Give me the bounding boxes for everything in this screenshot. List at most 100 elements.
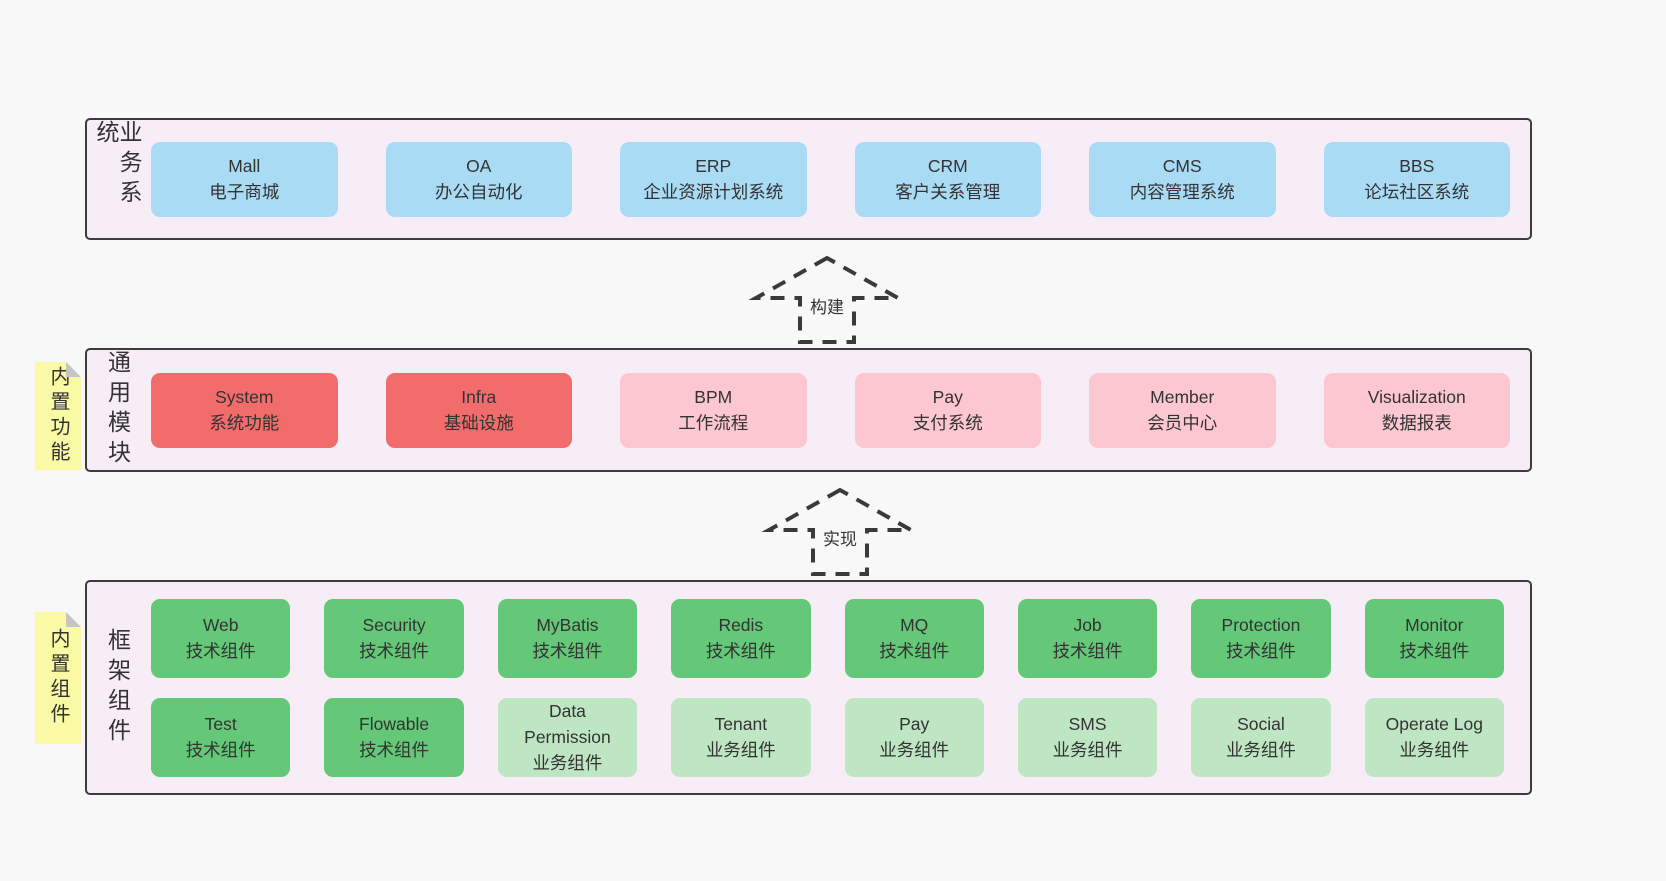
box-sms: SMS 业务组件	[1017, 697, 1158, 777]
box-desc: 会员中心	[1147, 413, 1218, 433]
box-pay-module: Pay 支付系统	[854, 372, 1041, 448]
box-desc: 客户关系管理	[895, 182, 1001, 202]
box-bbs: BBS 论坛社区系统	[1323, 141, 1510, 217]
sticky-built-in-components: 内置组件	[35, 612, 81, 744]
box-desc: 数据报表	[1381, 413, 1452, 433]
box-mybatis: MyBatis 技术组件	[497, 598, 638, 678]
box-desc: 技术组件	[185, 740, 256, 760]
box-name: Job	[1073, 614, 1102, 635]
box-test: Test 技术组件	[151, 697, 291, 777]
panel-business-systems: 业务系统 Mall 电子商城 OA 办公自动化 ERP 企业资源计划系统 CRM…	[85, 118, 1532, 240]
box-desc: 业务组件	[532, 753, 603, 774]
panel-side-label: 通用模块	[87, 350, 143, 470]
panel-side-label: 框架组件	[87, 582, 143, 793]
box-desc: 企业资源计划系统	[643, 182, 784, 202]
box-name: BPM	[694, 386, 733, 407]
panel-framework-components: 框架组件 Web 技术组件 Security 技术组件 MyBatis 技术组件…	[85, 580, 1532, 795]
box-oa: OA 办公自动化	[385, 141, 572, 217]
components-row-1: Web 技术组件 Security 技术组件 MyBatis 技术组件 Redi…	[151, 598, 1504, 678]
sticky-label: 内置功能	[47, 366, 69, 466]
box-desc: 业务组件	[879, 740, 950, 760]
framework-components-label: 框架组件	[104, 627, 131, 748]
common-modules-label: 通用模块	[104, 350, 131, 470]
box-desc: 技术组件	[359, 740, 430, 760]
box-name: System	[215, 386, 274, 407]
box-name: Pay	[932, 386, 963, 407]
box-flowable: Flowable 技术组件	[324, 697, 464, 777]
implement-arrow-icon: 实现	[761, 487, 919, 576]
box-infra: Infra 基础设施	[385, 372, 572, 448]
box-name: CRM	[927, 155, 968, 176]
box-crm: CRM 客户关系管理	[854, 141, 1041, 217]
box-system: System 系统功能	[151, 372, 338, 448]
box-desc: 办公自动化	[435, 182, 523, 202]
box-name: OA	[466, 155, 492, 176]
box-redis: Redis 技术组件	[671, 598, 811, 678]
box-cms: CMS 内容管理系统	[1089, 141, 1276, 217]
panel-common-modules: 通用模块 System 系统功能 Infra 基础设施 BPM 工作流程 Pay…	[85, 348, 1532, 472]
box-desc: 技术组件	[705, 641, 776, 661]
common-modules-row: System 系统功能 Infra 基础设施 BPM 工作流程 Pay 支付系统…	[143, 350, 1530, 470]
box-name: Redis	[718, 614, 764, 635]
framework-components-grid: Web 技术组件 Security 技术组件 MyBatis 技术组件 Redi…	[143, 582, 1530, 793]
box-member: Member 会员中心	[1089, 372, 1276, 448]
box-desc: 技术组件	[1225, 641, 1296, 661]
box-social: Social 业务组件	[1191, 697, 1331, 777]
box-name: CMS	[1162, 155, 1202, 176]
box-name: Test	[204, 713, 237, 734]
business-systems-label: 业务系统	[93, 120, 142, 210]
components-row-2: Test 技术组件 Flowable 技术组件 Data Permission …	[151, 697, 1504, 777]
box-name: Tenant	[714, 713, 768, 734]
box-desc: 系统功能	[209, 413, 280, 433]
implement-arrow-label: 实现	[823, 530, 857, 549]
sticky-label: 内置组件	[47, 628, 69, 728]
box-desc: 基础设施	[443, 413, 514, 433]
box-desc: 业务组件	[1052, 740, 1123, 760]
box-data-permission: Data Permission 业务组件	[497, 697, 638, 777]
box-desc: 工作流程	[678, 413, 749, 433]
box-name: Flowable	[359, 713, 430, 734]
box-desc: 技术组件	[359, 641, 430, 661]
box-name: Data Permission	[524, 700, 611, 747]
box-name: Operate Log	[1385, 713, 1483, 734]
box-operate-log: Operate Log 业务组件	[1364, 697, 1504, 777]
box-security: Security 技术组件	[324, 598, 464, 678]
box-name: Infra	[461, 386, 497, 407]
box-desc: 技术组件	[532, 641, 603, 661]
box-desc: 业务组件	[705, 740, 776, 760]
box-visualization: Visualization 数据报表	[1323, 372, 1510, 448]
build-arrow-label: 构建	[810, 298, 844, 317]
box-bpm: BPM 工作流程	[620, 372, 807, 448]
sticky-built-in-features: 内置功能	[35, 362, 81, 470]
box-desc: 内容管理系统	[1129, 182, 1235, 202]
box-name: BBS	[1399, 155, 1435, 176]
box-mall: Mall 电子商城	[151, 141, 338, 217]
box-name: MyBatis	[536, 614, 599, 635]
business-systems-row: Mall 电子商城 OA 办公自动化 ERP 企业资源计划系统 CRM 客户关系…	[143, 120, 1530, 238]
box-name: Visualization	[1367, 386, 1466, 407]
box-desc: 电子商城	[209, 182, 280, 202]
box-pay-component: Pay 业务组件	[844, 697, 984, 777]
box-desc: 业务组件	[1225, 740, 1296, 760]
box-name: Monitor	[1405, 614, 1464, 635]
box-tenant: Tenant 业务组件	[671, 697, 811, 777]
box-desc: 技术组件	[185, 641, 256, 661]
box-name: MQ	[900, 614, 929, 635]
box-desc: 技术组件	[879, 641, 950, 661]
box-name: Protection	[1221, 614, 1301, 635]
box-mq: MQ 技术组件	[844, 598, 984, 678]
box-web: Web 技术组件	[151, 598, 291, 678]
box-job: Job 技术组件	[1017, 598, 1158, 678]
box-name: Security	[362, 614, 426, 635]
box-name: Mall	[228, 155, 261, 176]
panel-side-label: 业务系统	[87, 120, 143, 238]
box-name: ERP	[695, 155, 732, 176]
box-name: Pay	[899, 713, 930, 734]
box-desc: 技术组件	[1399, 641, 1470, 661]
box-protection: Protection 技术组件	[1191, 598, 1331, 678]
box-desc: 支付系统	[912, 413, 983, 433]
box-monitor: Monitor 技术组件	[1364, 598, 1504, 678]
box-name: Member	[1150, 386, 1215, 407]
box-name: Web	[202, 614, 239, 635]
